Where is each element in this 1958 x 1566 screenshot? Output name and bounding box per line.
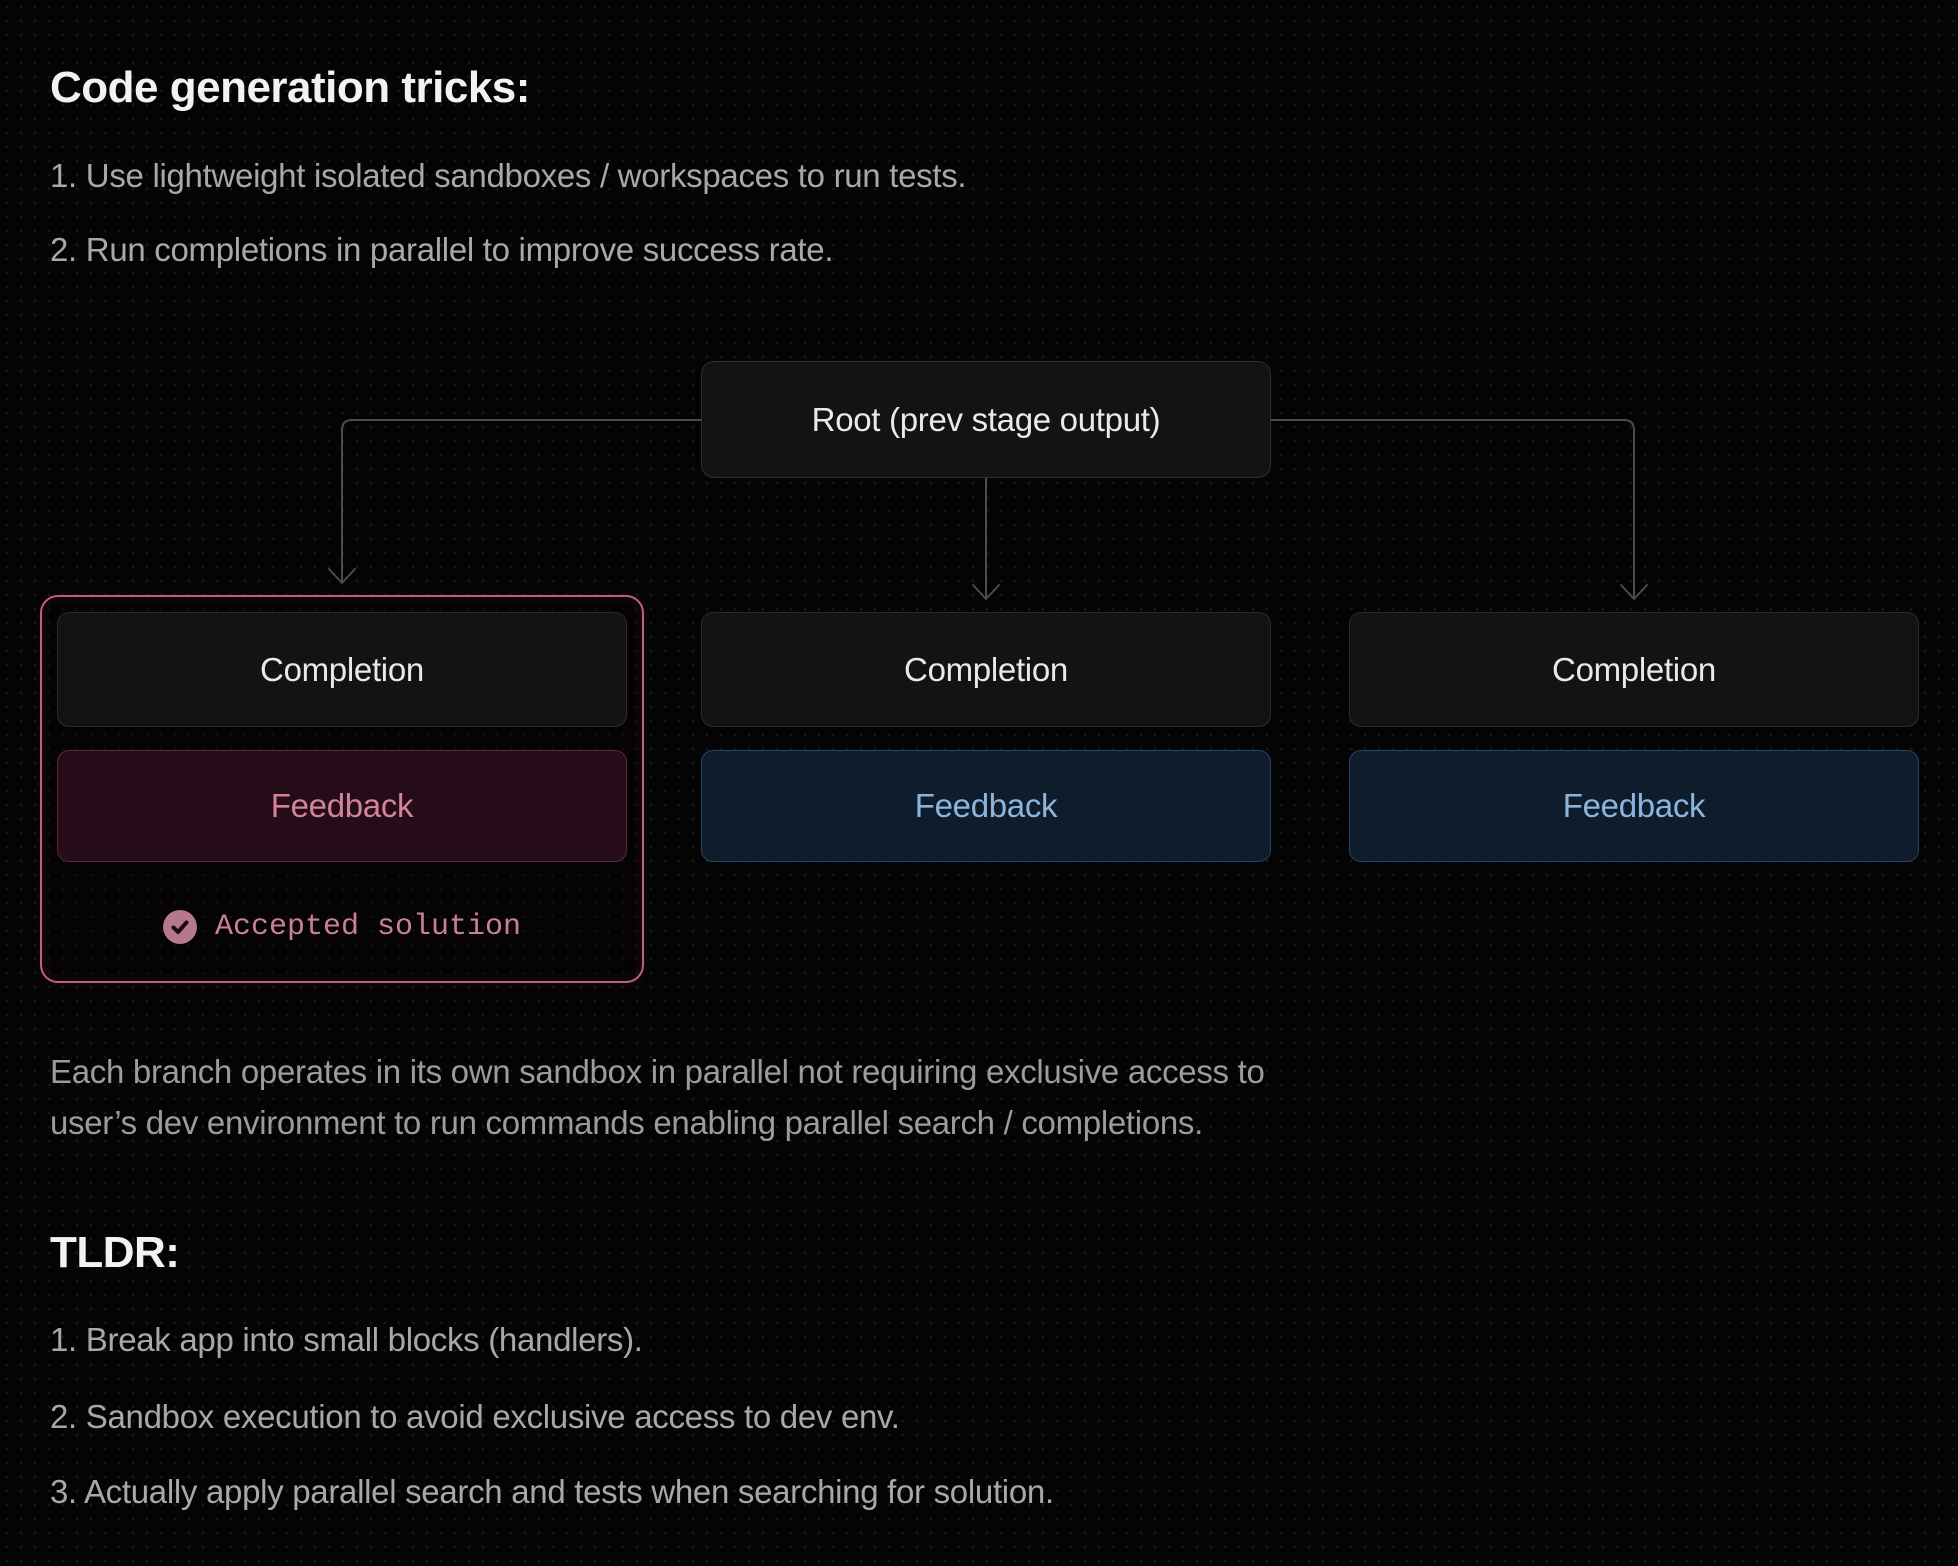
body-paragraph: Each branch operates in its own sandbox … [50, 1046, 1265, 1148]
feedback-node-2[interactable]: Feedback [701, 750, 1271, 862]
feedback-node-3[interactable]: Feedback [1349, 750, 1919, 862]
feedback-label: Feedback [914, 787, 1058, 824]
tldr-item-3: 3. Actually apply parallel search and te… [50, 1473, 1054, 1510]
completion-label: Completion [904, 650, 1068, 688]
check-badge-icon [162, 910, 197, 944]
root-node-label: Root (prev stage output) [811, 400, 1161, 438]
completion-node-2[interactable]: Completion [701, 612, 1271, 727]
feedback-label: Feedback [1562, 787, 1706, 824]
feedback-label: Feedback [270, 787, 414, 824]
accepted-label: Accepted solution [214, 910, 522, 944]
tldr-item-2: 2. Sandbox execution to avoid exclusive … [50, 1398, 900, 1435]
paragraph-line-2: user’s dev environment to run commands e… [50, 1104, 1203, 1141]
completion-label: Completion [260, 650, 424, 688]
feedback-node-1[interactable]: Feedback [57, 750, 627, 862]
accepted-badge: Accepted solution [40, 905, 644, 949]
page-title: Code generation tricks: [50, 63, 530, 112]
intro-list-item-2: 2. Run completions in parallel to improv… [50, 231, 834, 268]
tldr-item-1: 1. Break app into small blocks (handlers… [50, 1321, 643, 1358]
intro-list-item-1: 1. Use lightweight isolated sandboxes / … [50, 157, 967, 194]
completion-node-1[interactable]: Completion [57, 612, 627, 727]
tldr-title: TLDR: [50, 1228, 180, 1277]
completion-node-3[interactable]: Completion [1349, 612, 1919, 727]
root-node[interactable]: Root (prev stage output) [701, 361, 1271, 478]
paragraph-line-1: Each branch operates in its own sandbox … [50, 1053, 1265, 1090]
completion-label: Completion [1552, 650, 1716, 688]
